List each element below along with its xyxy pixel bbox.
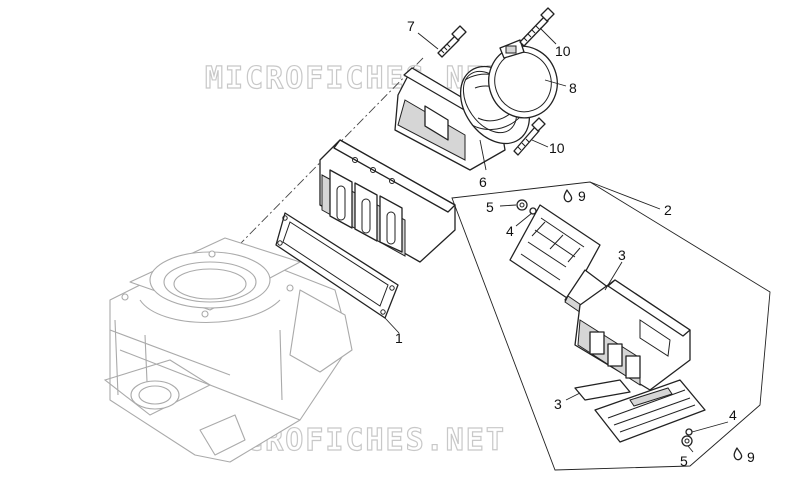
reed-valve-block-center bbox=[319, 139, 456, 263]
callout-9-lower: 9 bbox=[747, 449, 755, 465]
part-4-washer-upper bbox=[529, 207, 537, 215]
part-8-hose-clamp bbox=[488, 39, 558, 119]
callout-10-lower: 10 bbox=[549, 140, 565, 156]
cylinder-ghost bbox=[103, 237, 353, 463]
leader-lines bbox=[384, 27, 729, 453]
callout-5-upper: 5 bbox=[486, 199, 494, 215]
part-10-screw-middle bbox=[513, 117, 546, 156]
callout-5-lower: 5 bbox=[680, 453, 688, 469]
callout-3-lower: 3 bbox=[554, 396, 562, 412]
reed-petal-sheet-lower bbox=[594, 379, 706, 443]
part-9-drop-icon-upper bbox=[563, 189, 573, 203]
callout-8: 8 bbox=[569, 80, 577, 96]
part-5-screw-lower bbox=[681, 435, 693, 447]
callout-6: 6 bbox=[479, 174, 487, 190]
part-6-intake-manifold bbox=[394, 65, 531, 171]
reed-stopper-plate-lower bbox=[574, 379, 631, 401]
callout-4-lower: 4 bbox=[729, 407, 737, 423]
callout-9-upper: 9 bbox=[578, 188, 586, 204]
callout-7: 7 bbox=[407, 18, 415, 34]
watermark-top: MICROFICHES.NET bbox=[205, 61, 506, 96]
part-4-washer-lower bbox=[685, 428, 693, 436]
assembly-axis-line bbox=[179, 57, 424, 306]
callout-10-upper: 10 bbox=[555, 43, 571, 59]
part-7-screw bbox=[437, 25, 467, 58]
callout-1: 1 bbox=[395, 330, 403, 346]
callout-4-upper: 4 bbox=[506, 223, 514, 239]
part-5-screw-upper bbox=[516, 199, 528, 211]
part-10-screw-top bbox=[519, 7, 555, 47]
callout-2: 2 bbox=[664, 202, 672, 218]
reed-cage-kit bbox=[574, 279, 691, 391]
callout-3-upper: 3 bbox=[618, 247, 626, 263]
part-9-drop-icon-lower bbox=[733, 447, 743, 461]
